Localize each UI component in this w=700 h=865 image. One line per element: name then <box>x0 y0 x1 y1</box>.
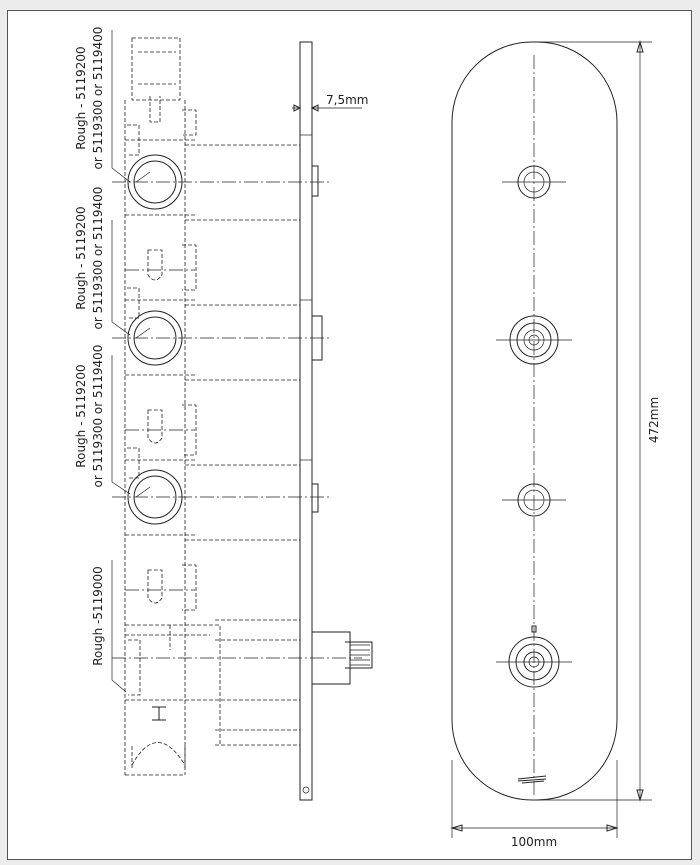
rough-label-2-line1: Rough - 5119200 <box>74 206 88 309</box>
front-knob-2 <box>496 315 572 365</box>
dim-height-label: 472mm <box>647 397 661 443</box>
dimensions <box>292 40 652 838</box>
front-view <box>451 41 618 801</box>
valve-body-side-view <box>112 37 362 776</box>
front-knob-1 <box>502 165 566 199</box>
dim-thickness-label: 7,5mm <box>326 93 368 107</box>
front-diverter <box>496 625 572 688</box>
dim-width-label: 100mm <box>511 835 557 849</box>
rough-label-3-line2: or 5119300 or 5119400 <box>91 345 105 488</box>
rough-label-3-line1: Rough - 5119200 <box>74 364 88 467</box>
rough-label-1-line2: or 5119300 or 5119400 <box>91 27 105 170</box>
drawing-sheet <box>7 10 692 860</box>
rough-label-2-line2: or 5119300 or 5119400 <box>91 187 105 330</box>
logo-mark <box>517 775 547 784</box>
front-knob-3 <box>502 483 566 517</box>
leader-lines <box>111 30 131 693</box>
rough-label-4: Rough -5119000 <box>91 566 105 666</box>
cover-plate-side-view <box>299 41 373 801</box>
rough-label-1-line1: Rough - 5119200 <box>74 46 88 149</box>
